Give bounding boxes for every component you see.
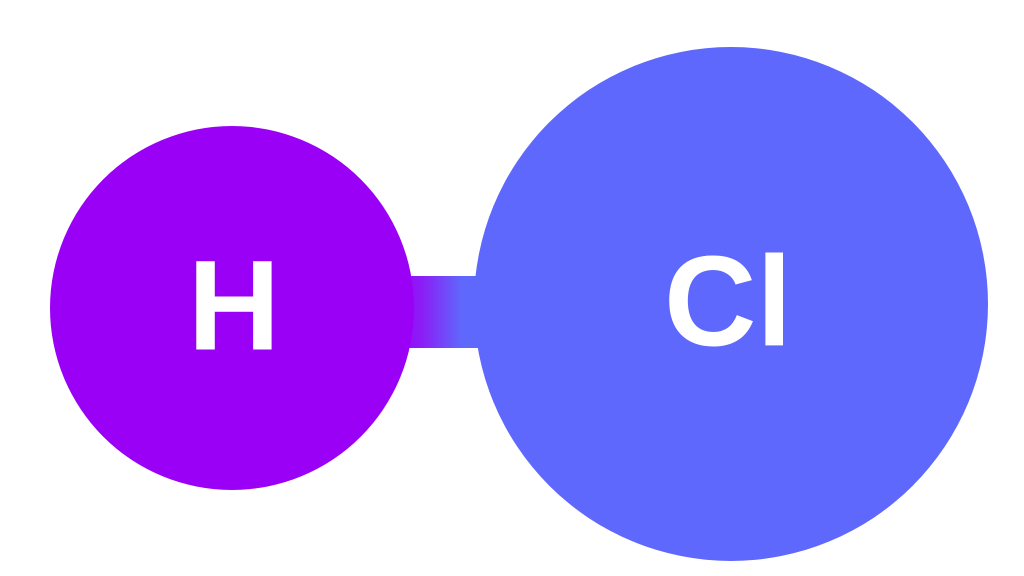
chlorine-atom bbox=[474, 47, 988, 561]
hydrogen-label: H bbox=[188, 235, 280, 378]
chlorine-label: Cl bbox=[664, 231, 792, 374]
hydrogen-atom bbox=[50, 126, 414, 490]
